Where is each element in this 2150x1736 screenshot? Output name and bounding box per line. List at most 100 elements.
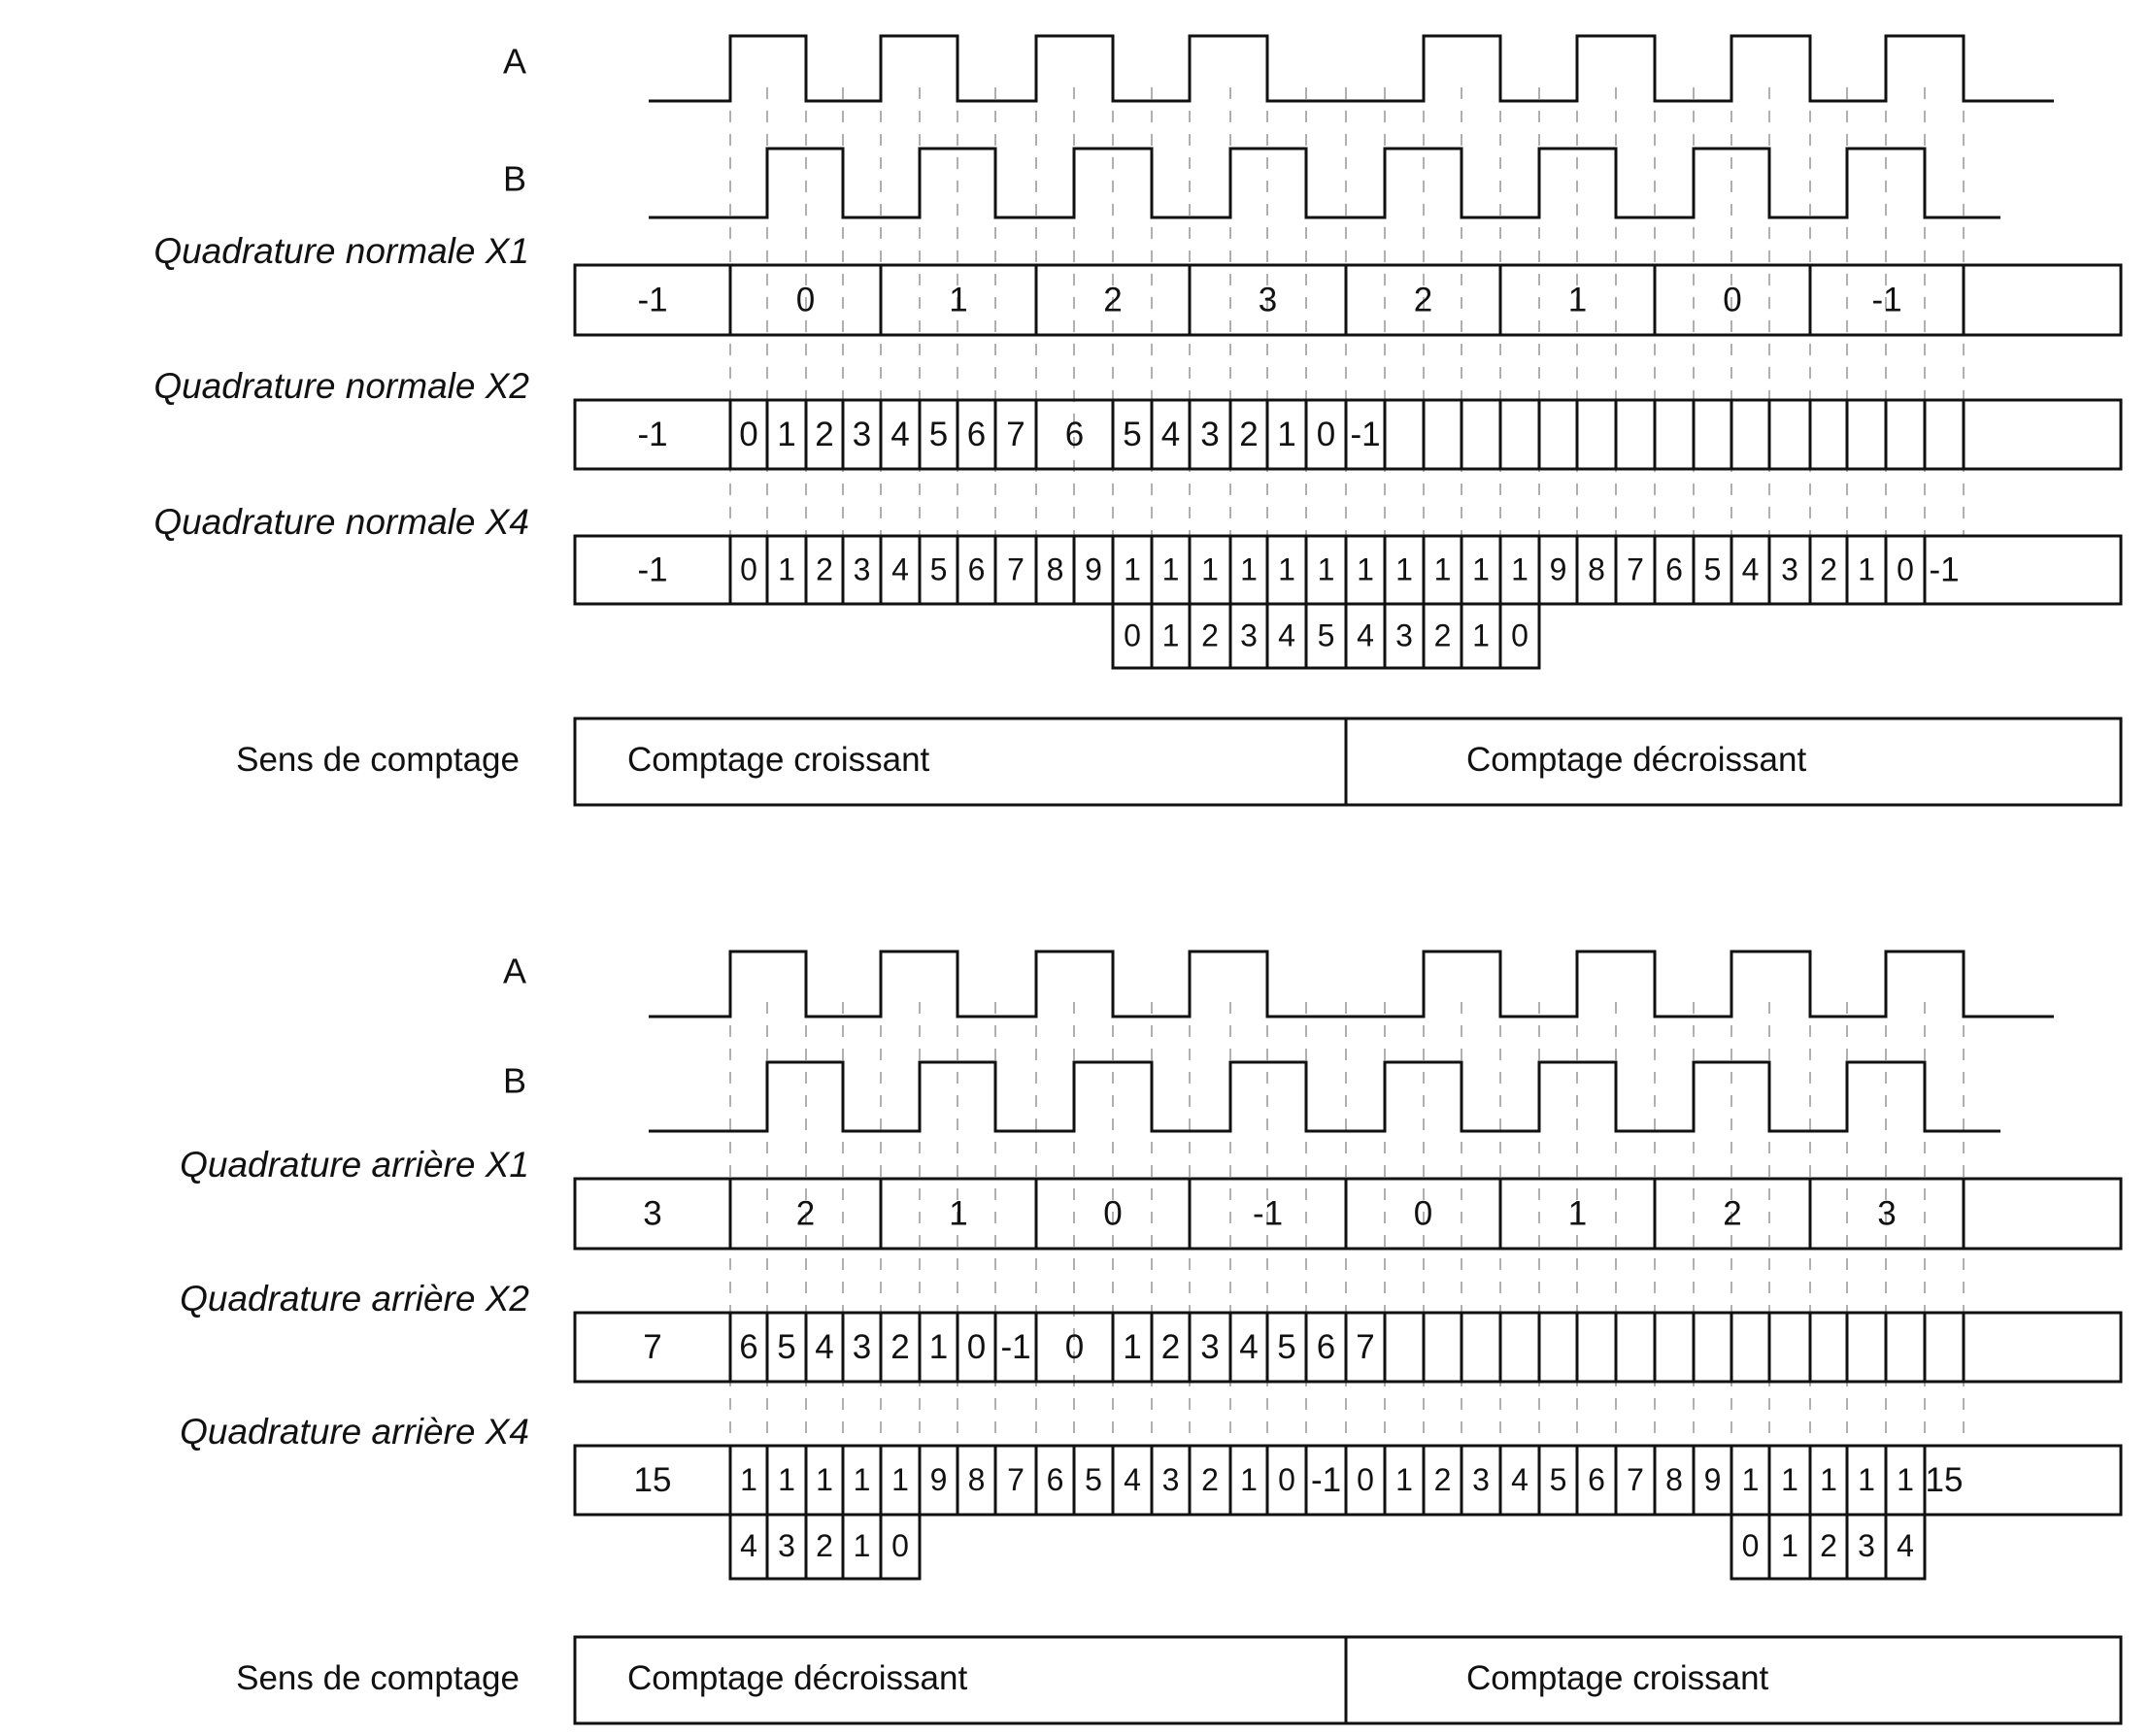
waveforms	[649, 34, 2054, 1133]
x2-cell: 6	[1065, 416, 1084, 453]
x4-cell: 0	[740, 551, 757, 586]
signal-label-a: A	[503, 951, 526, 991]
x2-cell: 0	[967, 1328, 986, 1366]
x4-cell: 7	[1627, 1462, 1644, 1497]
x1-row-label: Quadrature arrière X1	[180, 1145, 529, 1185]
x2-cell: 0	[739, 416, 757, 453]
signal-label-b: B	[503, 159, 526, 199]
x4-cell: -1	[1311, 1461, 1341, 1499]
x4-cell: 3	[1781, 551, 1798, 586]
x4-row-label: Quadrature arrière X4	[180, 1412, 529, 1452]
x2-cell: 5	[777, 1328, 795, 1366]
x2-cell: 4	[890, 416, 909, 453]
x1-cell: 3	[1259, 281, 1277, 318]
x1-cell: 2	[1723, 1194, 1741, 1232]
x2-cell: 3	[853, 416, 871, 453]
x4-cell: 6	[1665, 551, 1683, 586]
x4-cell: 2	[1434, 1462, 1452, 1497]
x2-cell: 2	[1161, 1328, 1180, 1366]
x1-cell: -1	[637, 281, 667, 318]
x4-cell: 6	[968, 551, 986, 586]
direction-label: Sens de comptage	[236, 1659, 520, 1697]
x1-cell: 1	[1568, 1194, 1587, 1232]
x4-cell: 1	[1395, 1462, 1413, 1497]
x4-cell: 0	[1897, 551, 1914, 586]
x4-cell: 5	[1704, 551, 1722, 586]
x4-cell: 4	[1742, 551, 1760, 586]
x4-row-label: Quadrature normale X4	[153, 502, 529, 542]
x4-cell: 8	[1665, 1462, 1683, 1497]
x2-cell: 3	[1200, 1328, 1219, 1366]
x4-cell: -1	[1929, 551, 1959, 588]
x2-cell: 2	[815, 416, 833, 453]
x2-row	[573, 1311, 2123, 1384]
x1-cell: 0	[1723, 281, 1741, 318]
x2-cell: 7	[1006, 416, 1025, 453]
x4-cell: 15	[1926, 1461, 1964, 1499]
x4-cell: 2	[816, 551, 833, 586]
x4-cell: 6	[1588, 1462, 1605, 1497]
x2-cell: 2	[890, 1328, 909, 1366]
x4-cell: 7	[1007, 1462, 1025, 1497]
x4-cell: 1	[778, 551, 795, 586]
x4-cell: 8	[1588, 551, 1605, 586]
x4-cell: 7	[1627, 551, 1644, 586]
x1-cell: -1	[1871, 281, 1901, 318]
direction-first: Comptage décroissant	[627, 1659, 967, 1697]
direction-label: Sens de comptage	[236, 741, 520, 779]
direction-second: Comptage croissant	[1466, 1659, 1769, 1697]
x4-cell: 5	[930, 551, 948, 586]
x2-cell: 5	[1277, 1328, 1295, 1366]
x4-cell: 15	[634, 1461, 672, 1499]
x2-cell: 6	[739, 1328, 757, 1366]
direction-first: Comptage croissant	[627, 741, 930, 779]
direction-row	[573, 1635, 2123, 1725]
x1-cell: 2	[1103, 281, 1122, 318]
x1-cell: 1	[949, 281, 967, 318]
x4-cell: 9	[930, 1462, 948, 1497]
x4-cell: 5	[1085, 1462, 1102, 1497]
signal-a-waveform	[649, 34, 2054, 103]
x2-row-label: Quadrature arrière X2	[180, 1279, 529, 1319]
x4-cell: 1	[1858, 551, 1875, 586]
x4-cell: 6	[1047, 1462, 1064, 1497]
signal-b-waveform	[649, 1060, 2000, 1133]
x4-cell: 3	[1162, 1462, 1180, 1497]
x2-cell: -1	[1000, 1328, 1030, 1366]
x1-cell: 2	[1414, 281, 1432, 318]
x4-cell: 9	[1085, 551, 1102, 586]
counter-rows	[573, 263, 2123, 1725]
x1-cell: -1	[1253, 1194, 1283, 1232]
signal-b-waveform	[649, 147, 2000, 219]
x4-cell: 4	[1124, 1462, 1141, 1497]
x2-cell: 2	[1239, 416, 1258, 453]
x2-cell: 6	[1317, 1328, 1335, 1366]
x4-cell: 0	[1357, 1462, 1374, 1497]
x4-cell: 9	[1550, 551, 1567, 586]
x2-cell: 1	[777, 416, 795, 453]
x2-cell: 4	[1239, 1328, 1258, 1366]
x4-cell: -1	[637, 551, 667, 588]
x2-cell: 1	[1123, 1328, 1141, 1366]
x1-cell: 3	[643, 1194, 661, 1232]
x2-cell: 4	[1161, 416, 1180, 453]
x4-cell: 5	[1550, 1462, 1567, 1497]
x4-cell: 0	[1278, 1462, 1295, 1497]
x1-row	[573, 1177, 2123, 1251]
x1-cell: 1	[949, 1194, 967, 1232]
x2-cell: 0	[1065, 1328, 1084, 1366]
